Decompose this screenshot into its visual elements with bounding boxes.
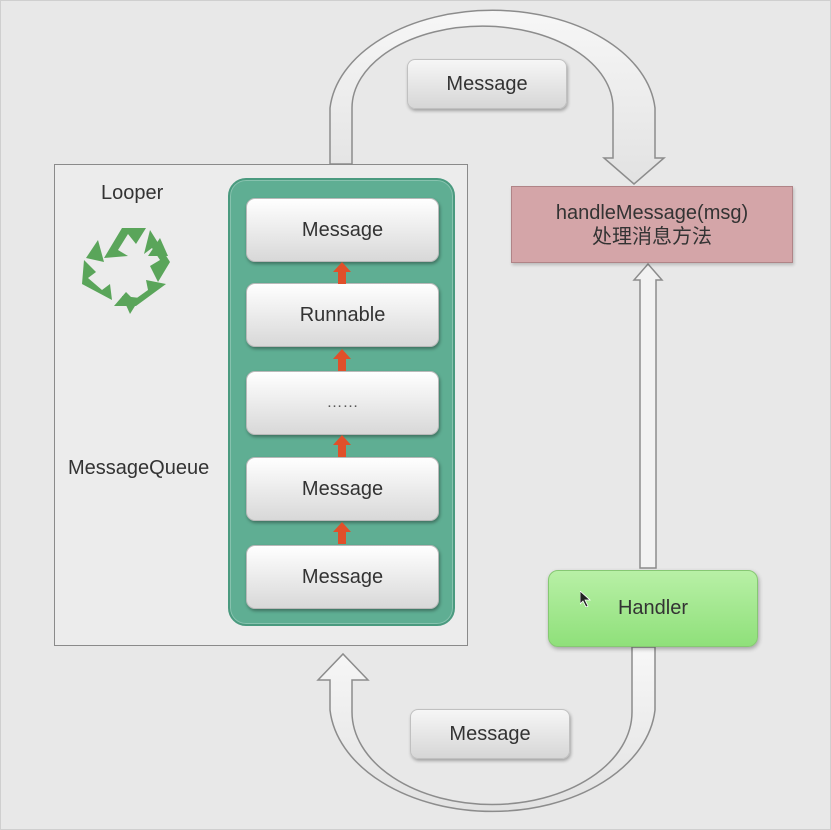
handle-message-title: handleMessage(msg) bbox=[555, 201, 749, 224]
queue-item-message-3: Message bbox=[246, 545, 439, 609]
bottom-curved-arrow bbox=[316, 646, 656, 813]
queue-item-label: Runnable bbox=[299, 303, 386, 326]
top-message-pill: Message bbox=[407, 59, 567, 109]
looper-label: Looper bbox=[101, 182, 164, 204]
top-message-label: Message bbox=[446, 72, 528, 95]
queue-item-label: …… bbox=[326, 394, 359, 411]
queue-up-arrow-icon bbox=[333, 522, 351, 544]
queue-item-label: Message bbox=[301, 565, 384, 588]
handler-up-arrow bbox=[632, 262, 664, 569]
messagequeue-label: MessageQueue bbox=[68, 457, 210, 479]
queue-item-message-1: Message bbox=[246, 198, 439, 262]
handler-label: Handler bbox=[617, 597, 689, 619]
queue-item-runnable: Runnable bbox=[246, 283, 439, 347]
handle-message-subtitle: 处理消息方法 bbox=[592, 225, 712, 248]
queue-item-label: Message bbox=[301, 218, 384, 241]
bottom-message-pill: Message bbox=[410, 709, 570, 759]
mouse-cursor-icon bbox=[580, 591, 592, 607]
top-curved-arrow bbox=[329, 9, 667, 185]
queue-up-arrow-icon bbox=[333, 349, 351, 371]
queue-item-label: Message bbox=[301, 477, 384, 500]
handler-box: Handler bbox=[548, 570, 758, 647]
queue-item-message-2: Message bbox=[246, 457, 439, 521]
queue-up-arrow-icon bbox=[333, 435, 351, 457]
queue-item-ellipsis: …… bbox=[246, 371, 439, 435]
recycle-icon bbox=[74, 210, 194, 325]
handle-message-box: handleMessage(msg) 处理消息方法 bbox=[511, 186, 793, 263]
queue-up-arrow-icon bbox=[333, 262, 351, 284]
bottom-message-label: Message bbox=[449, 722, 531, 745]
